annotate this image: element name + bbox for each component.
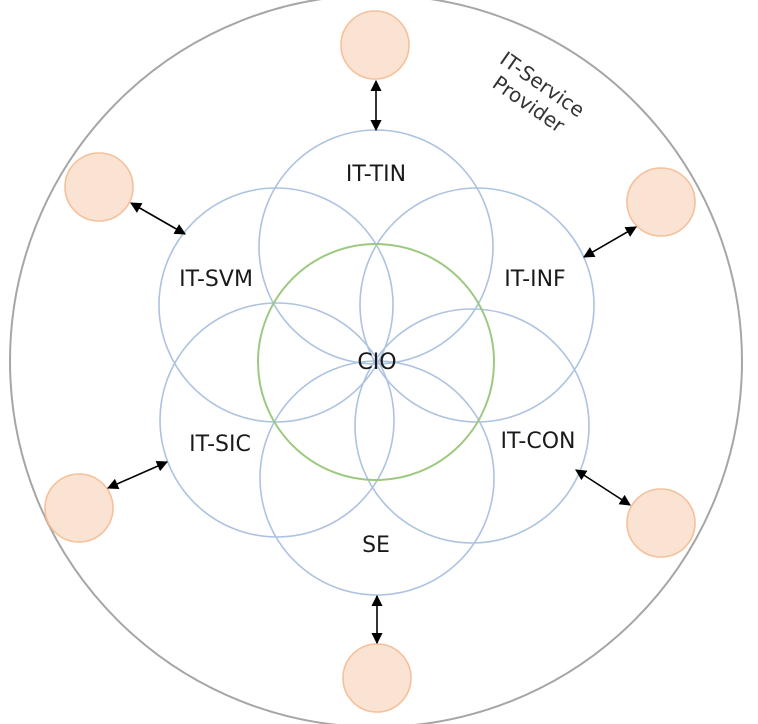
domain-label-tin: IT-TIN <box>346 162 406 187</box>
center-circle-cio <box>257 243 495 481</box>
provider-boundary-circle <box>9 0 743 724</box>
domain-circle-svm <box>158 187 394 423</box>
domain-label-sic: IT-SIC <box>189 432 251 457</box>
external-node-upper-right <box>626 167 696 237</box>
connector-arrow-lower-right <box>575 469 631 506</box>
domain-circle-con <box>354 308 590 544</box>
external-node-lower-left <box>44 473 114 543</box>
connector-arrow-lower-left <box>106 460 169 490</box>
provider-label: IT-Service Provider <box>488 47 589 138</box>
connector-arrow-upper-right <box>583 226 637 258</box>
external-node-top <box>340 10 410 80</box>
domain-label-inf: IT-INF <box>504 267 565 292</box>
external-node-lower-right <box>626 488 696 558</box>
domain-circle-sic <box>159 302 395 538</box>
domain-label-svm: IT-SVM <box>179 267 253 292</box>
domain-label-con: IT-CON <box>501 429 576 454</box>
center-label-cio: CIO <box>357 350 396 375</box>
external-node-bottom <box>342 643 412 713</box>
external-node-upper-left <box>64 152 134 222</box>
domain-circle-se <box>259 360 495 596</box>
domain-label-se: SE <box>362 533 390 558</box>
connector-arrow-upper-left <box>130 202 186 235</box>
